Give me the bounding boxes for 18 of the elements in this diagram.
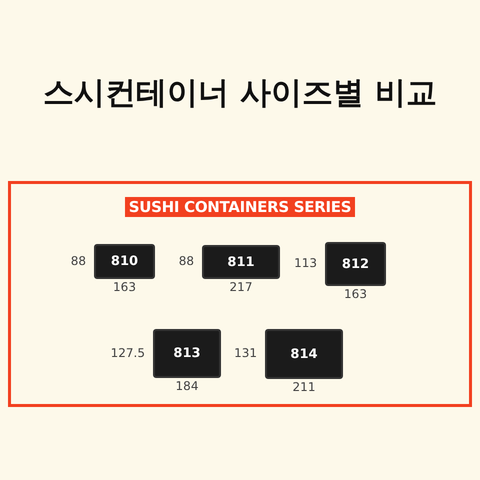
title: 스시컨테이너 사이즈별 비교 bbox=[42, 74, 438, 113]
width-label: 163 bbox=[343, 287, 368, 301]
container-tray: 811 bbox=[202, 245, 280, 279]
container-tray: 810 bbox=[94, 244, 155, 279]
width-label: 211 bbox=[292, 380, 316, 394]
height-label: 88 bbox=[70, 254, 86, 268]
heading-banner: SUSHI CONTAINERS SERIES bbox=[124, 197, 356, 217]
height-label: 88 bbox=[178, 254, 194, 268]
height-label: 127.5 bbox=[110, 346, 145, 360]
container-tray: 813 bbox=[153, 329, 221, 378]
width-label: 163 bbox=[112, 280, 137, 294]
width-label: 217 bbox=[228, 280, 254, 294]
width-label: 184 bbox=[174, 379, 200, 393]
height-label: 113 bbox=[294, 256, 317, 270]
container-tray: 814 bbox=[265, 329, 343, 379]
frame-box bbox=[8, 181, 472, 407]
height-label: 131 bbox=[234, 346, 257, 360]
container-tray: 812 bbox=[325, 242, 386, 286]
